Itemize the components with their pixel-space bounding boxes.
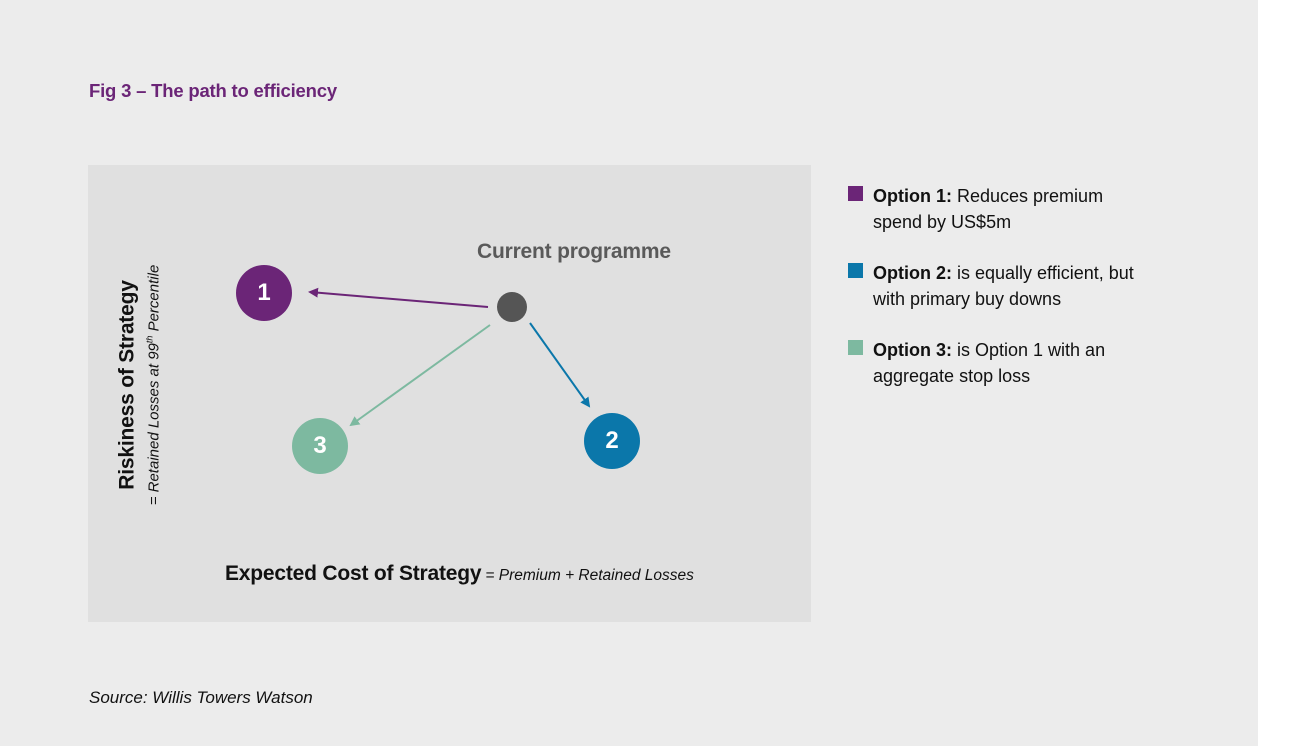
- y-axis-subtitle-sup: th: [144, 335, 155, 344]
- y-axis-subtitle-prefix: = Retained Losses at 99: [145, 343, 163, 506]
- x-axis-title: Expected Cost of Strategy: [225, 562, 482, 585]
- legend-bold-option-2: Option 2:: [873, 263, 952, 283]
- option-2-label: 2: [605, 427, 619, 454]
- y-axis-subtitle-suffix: Percentile: [145, 264, 163, 336]
- legend-swatch-option-1: [848, 186, 863, 201]
- option-2-node: [584, 413, 640, 469]
- current-programme-node: [497, 292, 527, 322]
- option-1-label: 1: [257, 279, 271, 306]
- legend-desc-option-3: is Option 1 with an aggregate stop loss: [873, 340, 1106, 386]
- legend-desc-option-2: is equally efficient, but with primary b…: [873, 263, 1134, 309]
- legend-text-option-2: Option 2: is equally efficient, but with…: [873, 260, 1143, 312]
- option-3-node: [292, 418, 348, 474]
- x-axis: Expected Cost of Strategy= Premium + Ret…: [225, 562, 694, 586]
- figure-title: Fig 3 – The path to efficiency: [89, 80, 337, 101]
- option-3-label: 3: [313, 432, 327, 459]
- legend-bold-option-1: Option 1:: [873, 186, 952, 206]
- diagram-panel: [88, 165, 811, 622]
- source-note: Source: Willis Towers Watson: [89, 688, 313, 707]
- legend-item-option-2: Option 2: is equally efficient, but with…: [848, 260, 1168, 312]
- arrow-to-option-1: [308, 287, 489, 308]
- legend-item-option-3: Option 3: is Option 1 with an aggregate …: [848, 337, 1168, 389]
- x-axis-subtitle: = Premium + Retained Losses: [485, 567, 694, 584]
- legend-swatch-option-3: [848, 340, 863, 355]
- legend-text-option-1: Option 1: Reduces premium spend by US$5m: [873, 183, 1143, 235]
- arrow-to-option-2: [529, 322, 591, 408]
- legend-desc-option-1: Reduces premium spend by US$5m: [873, 186, 1104, 232]
- legend: Option 1: Reduces premium spend by US$5m…: [848, 183, 1168, 414]
- legend-swatch-option-2: [848, 263, 863, 278]
- y-axis-subtitle: = Retained Losses at 99th Percentile: [140, 265, 165, 506]
- legend-bold-option-3: Option 3:: [873, 340, 952, 360]
- legend-item-option-1: Option 1: Reduces premium spend by US$5m: [848, 183, 1168, 235]
- current-programme-label: Current programme: [477, 240, 671, 263]
- y-axis-title: Riskiness of Strategy: [115, 280, 139, 490]
- option-1-node: [236, 265, 292, 321]
- arrow-to-option-3: [349, 324, 491, 427]
- legend-text-option-3: Option 3: is Option 1 with an aggregate …: [873, 337, 1143, 389]
